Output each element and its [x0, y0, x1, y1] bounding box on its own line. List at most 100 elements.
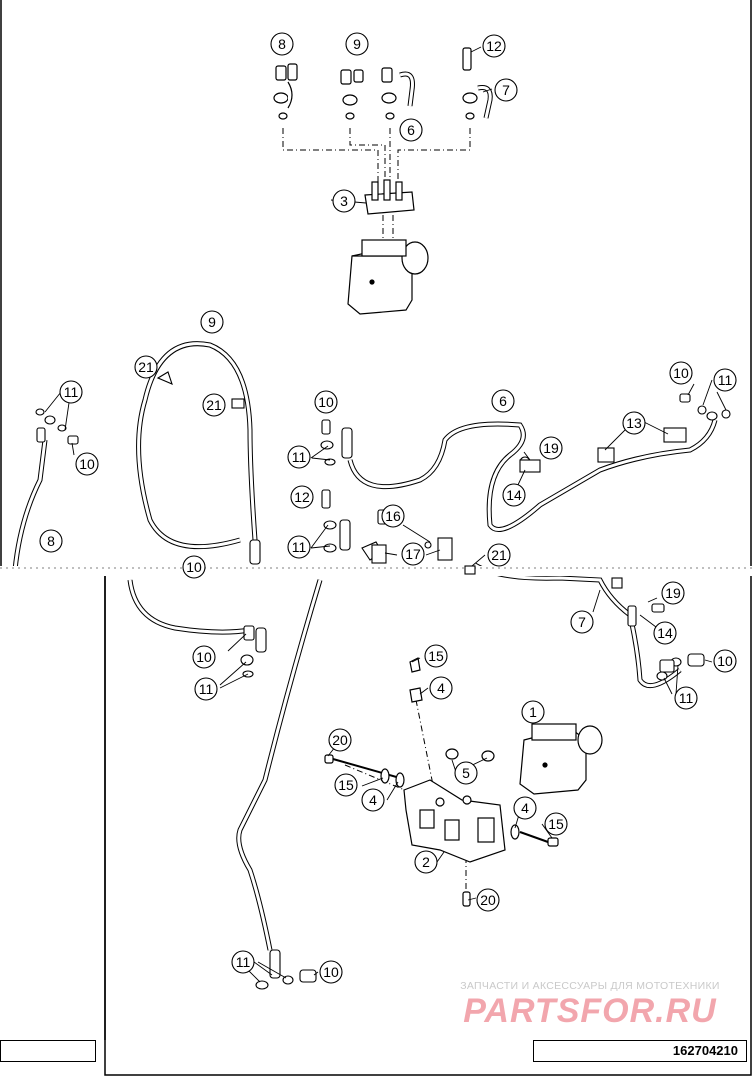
abs-top-assembly [273, 47, 493, 315]
callout-11: 10 [75, 452, 99, 476]
brake-hoses [15, 344, 715, 950]
callout-circle [521, 700, 545, 724]
callout-label: 10 [673, 365, 689, 381]
callout-label: 4 [437, 680, 445, 696]
callout-label: 11 [292, 539, 307, 555]
callout-circle [669, 361, 693, 385]
callout-12: 10 [314, 390, 338, 414]
callout-label: 19 [543, 440, 559, 456]
callout-circle [414, 850, 438, 874]
callout-label: 4 [521, 800, 529, 816]
callout-circle [381, 504, 405, 528]
callout-circle [622, 411, 646, 435]
callout-25: 10 [182, 555, 206, 579]
callout-24: 8 [39, 529, 63, 553]
callout-23: 11 [287, 535, 311, 559]
callout-13: 11 [287, 445, 311, 469]
watermark-logo: PARTSFOR.RU [463, 992, 717, 1030]
callout-label: 10 [717, 653, 733, 669]
callout-label: 16 [385, 508, 401, 524]
callout-label: 1 [529, 704, 537, 720]
callout-label: 10 [318, 394, 334, 410]
callout-43: 2 [414, 850, 438, 874]
callout-8: 21 [134, 355, 158, 379]
callout-label: 8 [47, 533, 55, 549]
callout-22: 17 [401, 542, 425, 566]
callout-circle [319, 960, 343, 984]
callout-circle [361, 788, 385, 812]
callout-34: 15 [424, 644, 448, 668]
part-number-label: 162704210 [533, 1040, 747, 1062]
callout-label: 6 [499, 393, 507, 409]
callout-31: 11 [674, 686, 698, 710]
callout-circle [231, 950, 255, 974]
callout-circle [429, 676, 453, 700]
callout-circle [345, 32, 369, 56]
bracket-3 [364, 179, 415, 215]
callout-9: 21 [202, 393, 226, 417]
callout-circle [502, 483, 526, 507]
callout-label: 10 [196, 649, 212, 665]
callout-circle [200, 310, 224, 334]
callout-38: 5 [454, 761, 478, 785]
callout-14: 6 [491, 389, 515, 413]
callout-label: 11 [236, 954, 251, 970]
callout-27: 7 [570, 610, 594, 634]
callout-37: 20 [328, 728, 352, 752]
callout-circle [713, 649, 737, 673]
callout-circle [424, 644, 448, 668]
callout-circle [290, 485, 314, 509]
callout-circle [713, 368, 737, 392]
callout-circle [287, 535, 311, 559]
callout-label: 19 [665, 585, 681, 601]
callout-label: 10 [186, 559, 202, 575]
callout-label: 15 [548, 816, 564, 832]
callout-label: 12 [486, 38, 502, 54]
callout-17: 13 [622, 411, 646, 435]
callout-label: 10 [79, 456, 95, 472]
callout-circle [482, 34, 506, 58]
callout-circle [332, 189, 356, 213]
callout-label: 21 [206, 397, 222, 413]
callout-label: 20 [480, 892, 496, 908]
callout-35: 4 [429, 676, 453, 700]
callout-label: 15 [428, 648, 444, 664]
callout-label: 21 [491, 547, 507, 563]
callout-2: 9 [345, 32, 369, 56]
callout-label: 8 [278, 36, 286, 52]
callout-label: 21 [138, 359, 154, 375]
callout-18: 10 [669, 361, 693, 385]
callout-circle [192, 645, 216, 669]
callout-4: 7 [494, 78, 518, 102]
callout-15: 19 [539, 436, 563, 460]
callout-circle [570, 610, 594, 634]
left-title-box [0, 1040, 96, 1062]
callout-label: 14 [657, 625, 673, 641]
callout-label: 15 [338, 777, 354, 793]
watermark: ЗАПЧАСТИ И АКСЕССУАРЫ ДЛЯ МОТОТЕХНИКИ PA… [440, 980, 740, 1030]
callout-circle [487, 543, 511, 567]
callout-circle [513, 796, 537, 820]
callout-30: 10 [713, 649, 737, 673]
callout-circle [491, 389, 515, 413]
callout-label: 12 [294, 489, 310, 505]
callout-41: 4 [513, 796, 537, 820]
callout-circle [653, 621, 677, 645]
callout-label: 2 [422, 854, 430, 870]
callout-label: 11 [199, 681, 214, 697]
callout-10: 11 [59, 380, 83, 404]
abs-modulator-lower [519, 723, 603, 795]
callout-circle [454, 761, 478, 785]
callout-label: 7 [502, 82, 510, 98]
callout-label: 17 [405, 546, 421, 562]
callout-28: 19 [661, 581, 685, 605]
callout-circle [476, 888, 500, 912]
callout-circle [544, 812, 568, 836]
callout-3: 12 [482, 34, 506, 58]
callout-46: 10 [319, 960, 343, 984]
callout-circle [399, 118, 423, 142]
callout-7: 9 [200, 310, 224, 334]
